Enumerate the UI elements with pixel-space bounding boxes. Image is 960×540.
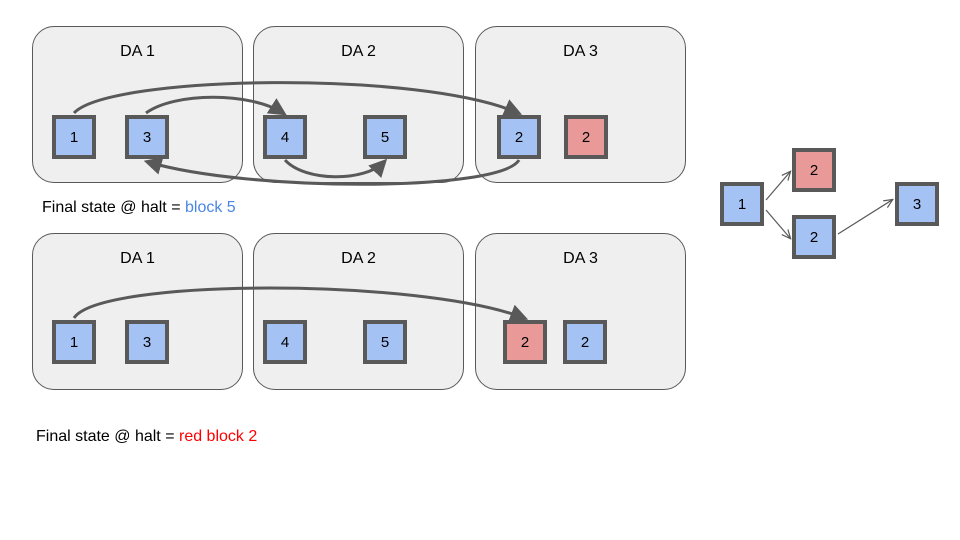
panel-label: DA 2: [341, 250, 376, 267]
top-panel-da1: DA 1: [32, 26, 243, 183]
tree-block-2-blue: 2: [792, 215, 836, 259]
top-block-5: 5: [363, 115, 407, 159]
caption-prefix: Final state @ halt =: [36, 428, 179, 445]
panel-label: DA 3: [563, 43, 598, 60]
bottom-block-1: 1: [52, 320, 96, 364]
bottom-panel-da1: DA 1: [32, 233, 243, 390]
tree-edge-1-to-blue-2: [765, 209, 790, 238]
caption-value: block 5: [184, 199, 236, 216]
top-block-1: 1: [52, 115, 96, 159]
bottom-block-4: 4: [263, 320, 307, 364]
tree-block-2-red: 2: [792, 148, 836, 192]
top-block-4: 4: [263, 115, 307, 159]
tree-block-3: 3: [895, 182, 939, 226]
caption-value: red block 2: [178, 428, 258, 445]
bottom-panel-da3: DA 3: [475, 233, 686, 390]
panel-label: DA 1: [120, 250, 155, 267]
panel-label: DA 2: [341, 43, 376, 60]
top-caption: Final state @ halt = block 5: [42, 199, 236, 217]
panel-label: DA 3: [563, 250, 598, 267]
bottom-block-3: 3: [125, 320, 169, 364]
tree-block-1: 1: [720, 182, 764, 226]
top-block-3: 3: [125, 115, 169, 159]
bottom-block-5: 5: [363, 320, 407, 364]
bottom-block-2-red: 2: [503, 320, 547, 364]
bottom-panel-da2: DA 2: [253, 233, 464, 390]
caption-prefix: Final state @ halt =: [42, 199, 185, 216]
top-block-2-blue: 2: [497, 115, 541, 159]
tree-edge-2-to-3: [837, 200, 892, 235]
top-panel-da3: DA 3: [475, 26, 686, 183]
top-panel-da2: DA 2: [253, 26, 464, 183]
tree-edge-1-to-red-2: [765, 172, 790, 201]
bottom-caption: Final state @ halt = red block 2: [36, 428, 257, 446]
bottom-block-2-blue: 2: [563, 320, 607, 364]
panel-label: DA 1: [120, 43, 155, 60]
top-block-2-red: 2: [564, 115, 608, 159]
